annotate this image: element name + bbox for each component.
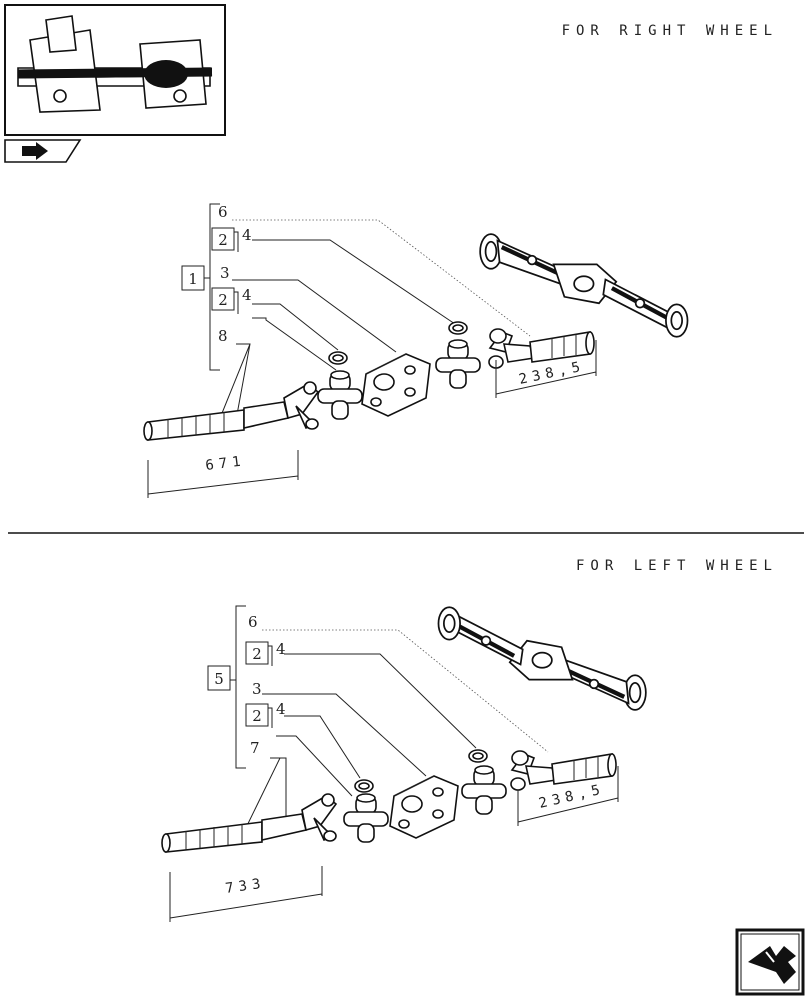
ref-7-left: 7 bbox=[250, 739, 260, 757]
ref-4a-left: 4 bbox=[276, 640, 286, 658]
ref-3-left: 3 bbox=[252, 680, 262, 698]
bracket-right bbox=[209, 203, 220, 371]
group-ref-box-left bbox=[207, 665, 231, 691]
bracket-left bbox=[235, 605, 246, 769]
ref-4a-right: 4 bbox=[242, 226, 252, 244]
cross-joint-right-a bbox=[317, 370, 363, 420]
dim-short-right: 238,5 bbox=[518, 358, 587, 388]
boxed-ref-label: 2 bbox=[218, 231, 228, 249]
boxed-ref-right-2 bbox=[211, 287, 235, 311]
ref-4b-right: 4 bbox=[242, 286, 252, 304]
group-ref-left: 5 bbox=[214, 670, 224, 688]
group-ref-right: 1 bbox=[188, 270, 198, 288]
boxed-ref-left-1 bbox=[245, 641, 269, 665]
ref-4b-left: 4 bbox=[276, 700, 286, 718]
axle-thumbnail bbox=[17, 15, 213, 113]
ref-6-right: 6 bbox=[218, 203, 228, 221]
cross-joint-left-b bbox=[461, 765, 507, 815]
ref-6-left: 6 bbox=[248, 613, 258, 631]
coupling-right bbox=[361, 353, 431, 417]
long-shaft-left bbox=[161, 793, 337, 853]
coupling-left bbox=[389, 775, 459, 839]
dim-long-right: 671 bbox=[205, 453, 247, 474]
ref-8-right: 8 bbox=[218, 327, 228, 345]
boxed-ref-label: 2 bbox=[252, 707, 262, 725]
boxed-ref-right-1 bbox=[211, 227, 235, 251]
snap-ring-left-a bbox=[354, 779, 374, 793]
cross-joint-right-b bbox=[435, 339, 481, 389]
section-title-left: FOR LEFT WHEEL bbox=[576, 558, 778, 574]
boxed-ref-label: 2 bbox=[218, 291, 228, 309]
snap-ring-right-b bbox=[448, 321, 468, 335]
boxed-ref-label: 2 bbox=[252, 645, 262, 663]
dim-short-left: 238,5 bbox=[537, 781, 606, 812]
book-arrow-icon[interactable] bbox=[4, 139, 82, 163]
cross-joint-left-a bbox=[343, 793, 389, 843]
section-title-right: FOR RIGHT WHEEL bbox=[562, 23, 778, 39]
group-ref-box-right bbox=[181, 265, 205, 291]
boxed-ref-left-2 bbox=[245, 703, 269, 727]
ref-3-right: 3 bbox=[220, 264, 230, 282]
dim-long-left: 733 bbox=[224, 876, 266, 897]
next-page-arrow-icon[interactable] bbox=[735, 928, 805, 996]
snap-ring-right-a bbox=[328, 351, 348, 365]
axle-housing-right bbox=[480, 234, 687, 337]
axle-housing-left bbox=[438, 607, 645, 710]
snap-ring-left-b bbox=[468, 749, 488, 763]
